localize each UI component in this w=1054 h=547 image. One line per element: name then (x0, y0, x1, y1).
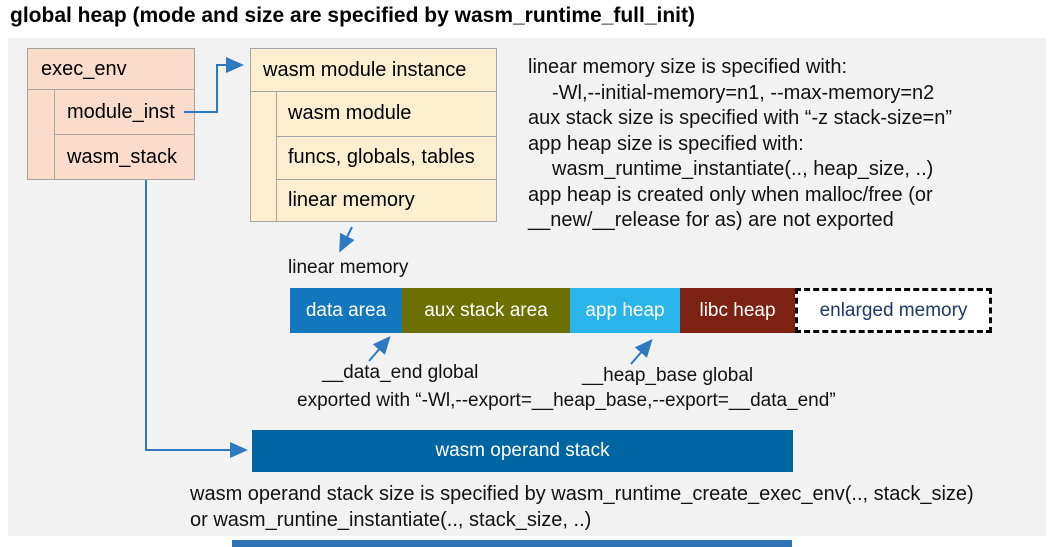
linear-memory-bar-label: linear memory (288, 257, 409, 278)
divider (276, 179, 496, 180)
wasm-module-cell: wasm module (288, 102, 412, 124)
wasm-operand-stack-bar: wasm operand stack (252, 430, 793, 472)
divider (276, 91, 277, 221)
note-line: wasm_runtime_instantiate(.., heap_size, … (552, 158, 934, 180)
linear-memory-cell: linear memory (288, 189, 415, 211)
module-instance-label: wasm module instance (263, 59, 467, 81)
data-end-global-label: __data_end global (322, 362, 479, 383)
wasm-operand-stack-label: wasm operand stack (435, 440, 610, 461)
page-title: global heap (mode and size are specified… (10, 4, 696, 27)
note-line: app heap is created only when malloc/fre… (528, 183, 933, 206)
heap-base-global-label: __heap_base global (582, 365, 754, 386)
divider (276, 136, 496, 137)
divider (54, 134, 194, 135)
bottom-blue-strip (232, 540, 792, 547)
aux-stack-area-segment: aux stack area (402, 288, 570, 333)
note-line: __new/__release for as) are not exported (528, 209, 894, 231)
divider (28, 89, 194, 90)
note-line: -Wl,--initial-memory=n1, --max-memory=n2 (552, 81, 935, 104)
exec-env-label: exec_env (41, 58, 127, 80)
right-notes: linear memory size is specified with: -W… (528, 55, 1043, 234)
exec-env-box: exec_env module_inst wasm_stack (27, 48, 195, 180)
enlarged-memory-segment: enlarged memory (795, 288, 992, 333)
wasm-stack-cell: wasm_stack (67, 146, 178, 168)
linear-memory-bar: data area aux stack area app heap libc h… (290, 288, 992, 333)
funcs-globals-tables-cell: funcs, globals, tables (288, 146, 475, 168)
module-inst-cell: module_inst (67, 101, 175, 123)
bottom-notes: wasm operand stack size is specified by … (190, 482, 1050, 533)
note-line: or wasm_runtine_instantiate(.., stack_si… (190, 508, 592, 531)
note-line: wasm operand stack size is specified by … (190, 483, 974, 505)
libc-heap-segment: libc heap (680, 288, 795, 333)
exported-with-label: exported with “-Wl,--export=__heap_base,… (297, 390, 836, 411)
module-instance-box: wasm module instance wasm module funcs, … (250, 48, 497, 222)
note-line: linear memory size is specified with: (528, 56, 847, 78)
divider (251, 91, 496, 92)
note-line: aux stack size is specified with “-z sta… (528, 107, 953, 129)
data-area-segment: data area (290, 288, 402, 333)
note-line: app heap size is specified with: (528, 132, 804, 155)
app-heap-segment: app heap (570, 288, 680, 333)
